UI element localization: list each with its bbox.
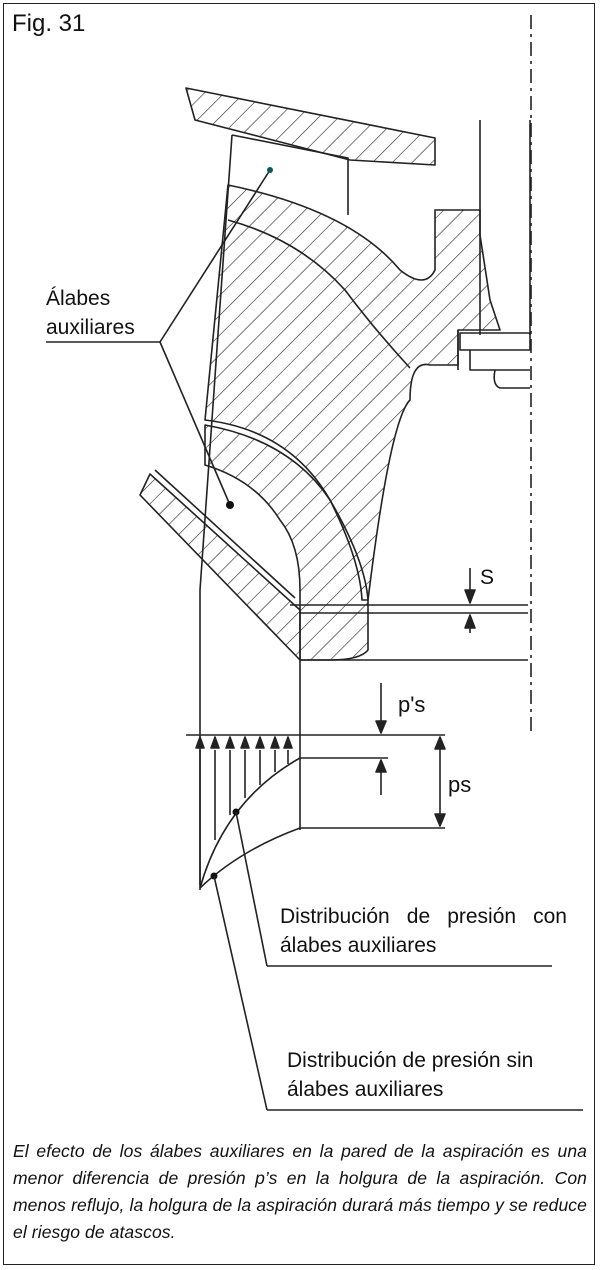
figure-caption: El efecto de los álabes auxiliares en la… <box>13 1141 587 1242</box>
label-ps-prime: p's <box>398 692 426 717</box>
casing-top <box>185 87 436 166</box>
figure-label: Fig. 31 <box>12 10 86 37</box>
pressure-arrows <box>195 736 293 885</box>
shaft <box>479 120 531 335</box>
impeller-shroud <box>204 184 501 601</box>
label-distribution-with-vanes: Distribución de presión con álabes auxil… <box>280 905 567 957</box>
figure-frame <box>3 3 595 1265</box>
label-gap-s: S <box>480 566 495 589</box>
suction-wall <box>139 473 301 661</box>
pump-impeller-diagram <box>46 15 583 1111</box>
label-distribution-without-vanes: Distribución de presión sin álabes auxil… <box>287 1049 534 1101</box>
label-alabes-auxiliares: Álabes auxiliares <box>46 287 135 339</box>
label-ps: ps <box>448 772 472 797</box>
auxiliary-vane-lower <box>204 424 369 661</box>
